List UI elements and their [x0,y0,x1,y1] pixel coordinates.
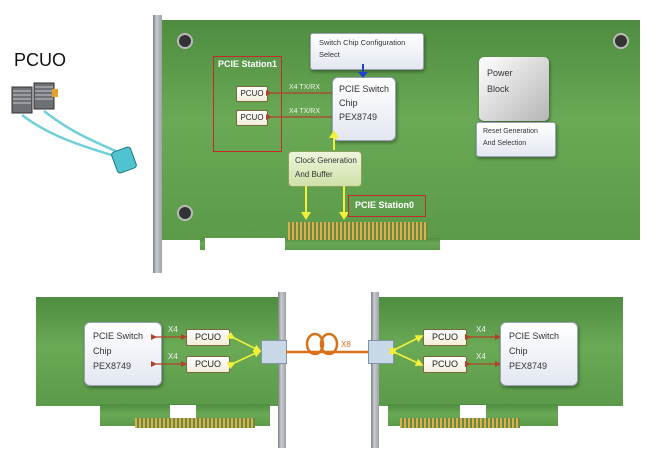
switch-chip-line: PCIE Switch [339,84,390,94]
clock-line: And Buffer [295,170,333,179]
reset-line: Reset Generation [483,128,538,135]
switch-chip-line: Chip [509,346,528,356]
link-arrows [266,90,338,120]
top-board-edge-contacts [288,222,428,240]
mount-hole-icon [177,33,193,49]
pcie-station0-region [348,195,426,217]
mount-hole-icon [613,33,629,49]
link-label: X4 [168,325,178,334]
yellow-arrows [301,130,349,220]
switch-chip-line: PEX8749 [339,112,378,122]
config-arrow [358,64,368,78]
power-block-box: Power Block [479,57,549,121]
pcuo-module-illustration [11,82,137,174]
link-label: X4 TX/RX [289,84,320,91]
pcie-station1-label: PCIE Station1 [218,59,278,69]
power-line: Block [487,84,510,94]
bottom-right-bracket [371,292,379,448]
mount-hole-icon [177,205,193,221]
switch-chip-line: PCIE Switch [509,331,560,341]
reset-line: And Selection [483,140,527,147]
switch-chip-box: PCIE Switch Chip PEX8749 [84,322,162,386]
pcie-station1-region [213,56,282,152]
fiber-cable [286,332,380,356]
config-box: Switch Chip Configuration Select [310,33,424,70]
bottom-left-arrows [151,331,262,370]
switch-chip-box: PCIE Switch Chip PEX8749 [332,77,396,141]
top-board-notch [205,238,285,250]
clock-line: Clock Generation [295,156,357,165]
reset-box: Reset Generation And Selection [476,122,556,157]
config-line: Select [319,50,340,59]
power-line: Power [487,68,513,78]
bottom-right-arrows [388,334,501,367]
pcuo-box: PCUO [236,86,268,102]
bottom-right-edge-contacts [400,418,520,428]
link-label: X4 [476,325,486,334]
pcuo-box: PCUO [236,110,268,126]
switch-chip-line: Chip [339,98,358,108]
switch-chip-line: PCIE Switch [93,331,144,341]
link-label: X4 [168,352,178,361]
link-label: X4 [476,352,486,361]
top-board-bracket [153,15,162,273]
cable-label: X8 [341,340,351,349]
bottom-left-edge-contacts [135,418,255,428]
link-label: X4 TX/RX [289,108,320,115]
switch-chip-box: PCIE Switch Chip PEX8749 [500,322,578,386]
bottom-left-bracket [278,292,286,448]
clock-box: Clock Generation And Buffer [288,151,362,187]
switch-chip-line: PEX8749 [509,361,548,371]
pcie-station0-label: PCIE Station0 [355,200,415,210]
legend-title: PCUO [14,50,67,70]
switch-chip-line: PEX8749 [93,361,132,371]
switch-chip-line: Chip [93,346,112,356]
config-line: Switch Chip Configuration [319,38,406,47]
